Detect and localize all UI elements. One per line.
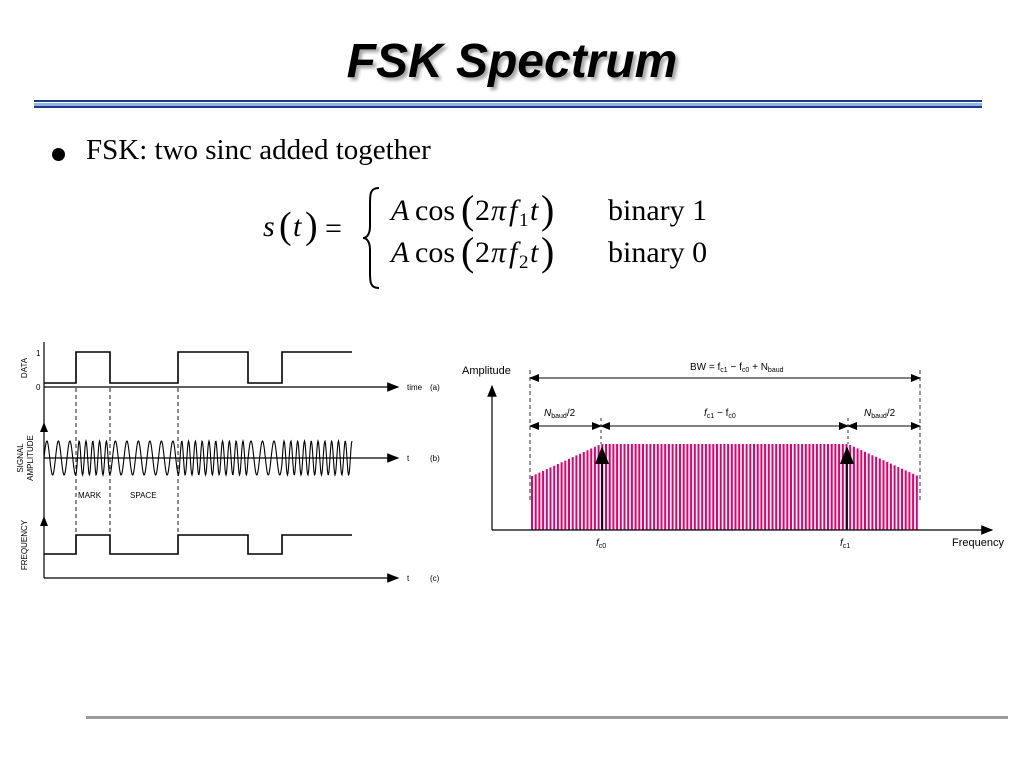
- level-zero-label: 0: [36, 383, 41, 392]
- eq-row2-sub: 2: [519, 252, 529, 273]
- eq-row1-sub: 1: [519, 210, 529, 231]
- signal-axis-label-2: AMPLITUDE: [26, 435, 35, 481]
- title-underline: [34, 100, 982, 108]
- t-label-b: t: [407, 454, 410, 463]
- eq-lhs-t: t: [293, 210, 302, 243]
- slide-title: FSK Spectrum: [346, 35, 678, 88]
- fsk-signal-waveform: [43, 438, 353, 478]
- eq-row1-label: binary 1: [608, 194, 708, 227]
- eq-row1-t: t: [530, 194, 539, 227]
- signal-axis-label-1: SIGNAL: [16, 443, 25, 473]
- eq-row2-pi: π: [491, 236, 507, 269]
- bullet-text: FSK: two sinc added together: [86, 134, 431, 166]
- eq-row1-A: A: [391, 194, 410, 227]
- fc0-label: fc0: [596, 538, 606, 550]
- eq-row2-t: t: [530, 236, 539, 269]
- eq-row2-label: binary 0: [608, 236, 708, 269]
- eq-row1-cos: cos: [415, 194, 455, 227]
- fc1-minus-fc0-label: fc1 − fc0: [704, 408, 736, 420]
- frequency-waveform: [44, 534, 352, 555]
- fsk-timing-figure: DATA SIGNAL AMPLITUDE FREQUENCY 1 0 time…: [16, 342, 440, 583]
- fsk-spectrum-figure: Amplitude Frequency BW = fc1 − fc0 + Nba…: [462, 362, 1004, 550]
- right-nbaud-label: Nbaud/2: [864, 408, 896, 420]
- fc1-label: fc1: [840, 538, 850, 550]
- eq-row1-close: ): [541, 187, 555, 232]
- t-label-c: t: [407, 574, 410, 583]
- eq-row2-close: ): [541, 229, 555, 274]
- eq-row2-two: 2: [475, 236, 490, 269]
- eq-row2-open: (: [461, 229, 475, 274]
- eq-lhs-close: ): [305, 205, 318, 247]
- signal-axis-arrow: [40, 422, 48, 432]
- space-label: SPACE: [130, 491, 157, 500]
- level-one-label: 1: [36, 349, 41, 358]
- footer-rule: [86, 716, 1008, 719]
- frequency-axis-label-spectrum: Frequency: [952, 537, 1004, 549]
- eq-brace: [362, 187, 380, 289]
- eq-lhs-open: (: [279, 205, 292, 247]
- left-nbaud-label: Nbaud/2: [544, 408, 576, 420]
- panel-c-label: (c): [430, 574, 440, 583]
- bandwidth-formula: BW = fc1 − fc0 + Nbaud: [690, 362, 784, 374]
- time-label: time: [407, 383, 423, 392]
- eq-row1-open: (: [461, 187, 475, 232]
- bullet-dot: [52, 148, 65, 161]
- panel-b-label: (b): [430, 454, 440, 463]
- mark-label: MARK: [78, 491, 102, 500]
- eq-row2-A: A: [391, 236, 410, 269]
- amplitude-axis-label: Amplitude: [462, 365, 511, 377]
- fsk-equation: s ( t ) = A cos ( 2 π f 1 t ) binary 1 A…: [255, 182, 735, 292]
- frequency-axis-label: FREQUENCY: [20, 519, 29, 570]
- eq-row1-two: 2: [475, 194, 490, 227]
- frequency-axis-arrow: [40, 516, 48, 526]
- panel-a-label: (a): [430, 383, 440, 392]
- eq-row2-cos: cos: [415, 236, 455, 269]
- spectral-lines: [531, 444, 918, 530]
- eq-row1-f: f: [509, 194, 518, 227]
- eq-row2-f: f: [509, 236, 518, 269]
- data-axis-label: DATA: [20, 357, 29, 378]
- eq-row1-pi: π: [491, 194, 507, 227]
- eq-equals: =: [325, 212, 342, 245]
- data-waveform: [44, 351, 352, 384]
- eq-lhs-s: s: [263, 210, 275, 243]
